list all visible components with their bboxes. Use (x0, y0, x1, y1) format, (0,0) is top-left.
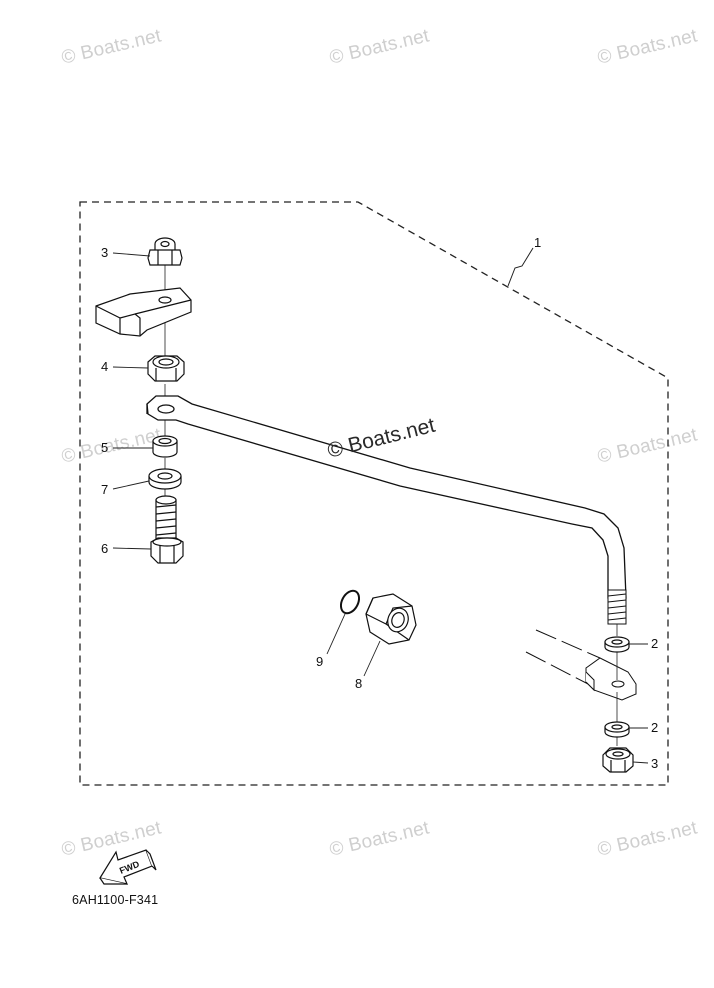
callout-7: 7 (101, 482, 109, 497)
lock-nut-8 (365, 593, 417, 645)
fwd-arrow-icon (99, 849, 157, 885)
callout-1: 1 (534, 235, 542, 250)
callout-9: 9 (316, 654, 324, 669)
collar-5 (152, 435, 178, 458)
washer-2-upper (604, 636, 630, 653)
lock-nut-3-upper (147, 237, 183, 266)
lock-nut-3-lower (602, 747, 634, 773)
washer-2-lower (604, 721, 630, 738)
assembly-boundary (79, 201, 669, 786)
washer-7 (148, 468, 182, 490)
bolt-6 (150, 495, 184, 564)
nut-4 (147, 355, 185, 382)
callout-2-lower: 2 (651, 720, 659, 735)
figure-code: 6AH1100-F341 (72, 893, 159, 907)
o-ring-9 (339, 589, 361, 615)
callout-8: 8 (355, 676, 363, 691)
callout-6: 6 (101, 541, 109, 556)
callout-5: 5 (101, 440, 109, 455)
callout-3-lower: 3 (651, 756, 659, 771)
rod-threads (607, 589, 627, 625)
callout-2-upper: 2 (651, 636, 659, 651)
leader-1 (507, 247, 534, 287)
steering-bracket (95, 287, 192, 337)
callout-3-upper: 3 (101, 245, 109, 260)
leader-lines (112, 252, 649, 764)
steering-arm (525, 629, 637, 701)
callout-4: 4 (101, 359, 109, 374)
